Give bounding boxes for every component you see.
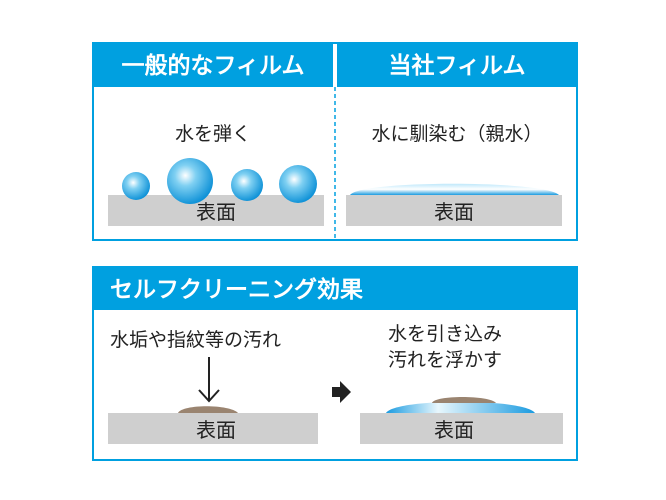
left-header-bar (93, 43, 333, 87)
self-cleaning-panel: セルフクリーニング効果 水垢や指紋等の汚れ 表面 水を引き込み 汚れを浮かす 表… (92, 266, 578, 461)
right-surface (346, 195, 562, 226)
left-label: 水を弾く (175, 123, 251, 145)
right-header-bar (337, 43, 577, 87)
self-cleaning-header: セルフクリーニング効果 (110, 276, 363, 303)
self-cleaning-header-bar (93, 267, 577, 310)
water-film (350, 183, 559, 195)
left-surface-label: 表面 (196, 200, 236, 224)
after-label-line2: 汚れを浮かす (388, 349, 502, 371)
droplet (122, 172, 150, 200)
dirt (178, 406, 238, 413)
right-surface-label: 表面 (434, 200, 474, 224)
after-surface (360, 413, 563, 444)
right-arrow-icon (332, 381, 351, 403)
right-header: 当社フィルム (388, 52, 525, 79)
right-label: 水に馴染む（親水） (371, 123, 542, 145)
floating-dirt (432, 397, 496, 403)
after-label-line1: 水を引き込み (388, 323, 502, 345)
left-header: 一般的なフィルム (121, 52, 304, 79)
droplet (231, 169, 263, 201)
before-label: 水垢や指紋等の汚れ (110, 329, 281, 351)
left-surface (108, 195, 324, 226)
comparison-panel: 一般的なフィルム 当社フィルム 水を弾く 水に馴染む（親水） 表面 表面 (92, 42, 578, 241)
down-arrow-icon (198, 357, 220, 403)
before-surface-label: 表面 (196, 418, 236, 442)
water-film (386, 401, 535, 413)
before-surface (108, 413, 318, 444)
water-droplets (122, 158, 317, 204)
droplet (167, 158, 213, 204)
after-surface-label: 表面 (434, 418, 474, 442)
droplet (279, 165, 317, 203)
